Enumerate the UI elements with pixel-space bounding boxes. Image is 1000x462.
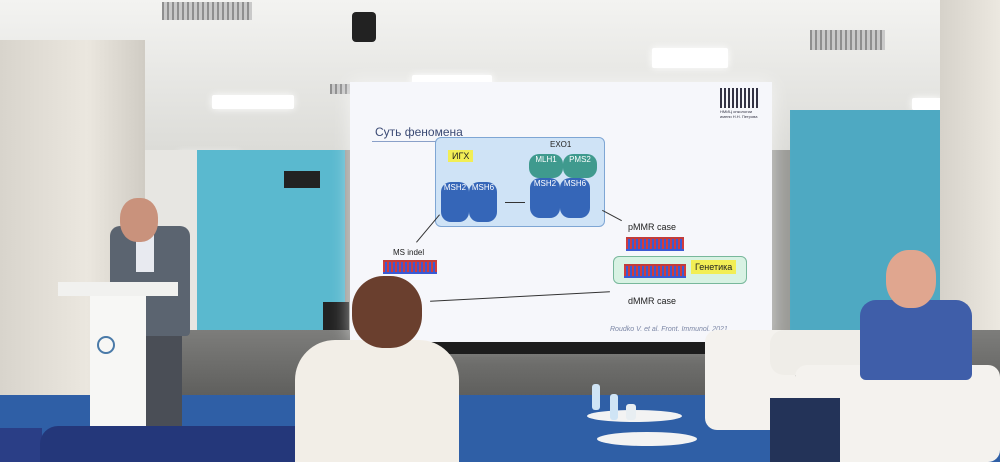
ceiling-vent [810,30,885,50]
speaker-shirt [136,232,154,272]
genetika-label: Генетика [691,260,737,274]
msh2-protein: MSH2 [441,182,469,222]
water-bottle [610,394,618,420]
mlh1-protein: MLH1 [529,154,563,178]
slide-title: Суть феномена [375,125,463,139]
msh2-protein: MSH2 [530,178,560,218]
arrow [505,202,525,203]
seated-man [860,300,972,380]
water-glass [626,404,636,420]
speaker-head [120,198,158,242]
podium-logo-icon [97,336,115,354]
pmmr-label: pMMR case [628,222,677,232]
water-bottle [592,384,600,410]
dmmr-label: dMMR case [628,296,677,306]
audience-seat [0,428,42,462]
exo1-label: EXO1 [550,140,572,149]
igx-label: ИГХ [448,150,474,162]
podium [90,296,146,428]
msh6-protein: MSH6 [469,182,497,222]
audience-member-head [352,276,422,348]
pms2-protein: PMS2 [563,154,597,178]
ms-indel-label: MS indel [393,248,425,257]
seated-man-legs [770,398,840,462]
dna-strand [624,264,686,278]
msh6-protein: MSH6 [560,178,590,218]
slide-citation: Roudko V. et al. Front. Immunol. 2021 [610,326,728,333]
speaker-legs [146,330,182,430]
audience-member [295,340,459,462]
seated-man-head [886,250,936,308]
ceiling-light [212,95,294,109]
security-camera [352,12,376,42]
title-underline [372,141,464,142]
screen-bezel [346,342,776,354]
dna-strand [383,260,437,274]
wall-speaker [284,171,320,188]
ceiling-light [652,48,728,68]
side-table [597,432,697,446]
institution-logo-text: НМИЦ онкологии имени Н.Н. Петрова [720,109,758,119]
dna-strand [626,237,684,251]
institution-logo [720,88,758,108]
ceiling-vent [162,2,252,20]
podium-top [58,282,178,296]
ceiling-light [912,98,942,110]
